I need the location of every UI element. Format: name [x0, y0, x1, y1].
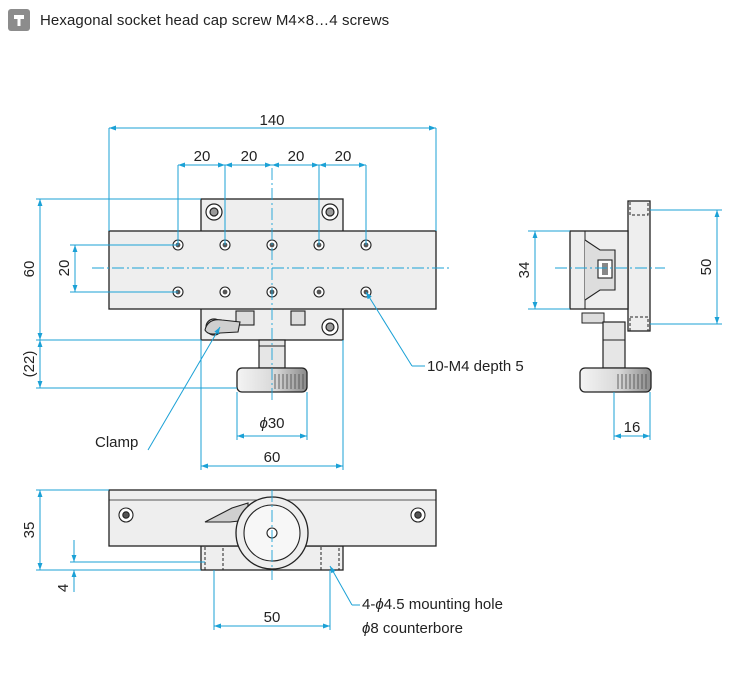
dim-base-60: 60 [264, 449, 281, 466]
dimension-labels: 140 20 20 20 20 60 20 (22) ϕ30 60 34 50 … [21, 112, 715, 626]
dim-side-34: 34 [516, 262, 533, 279]
dim-pitch-20: 20 [241, 148, 258, 165]
dim-front-35: 35 [21, 522, 38, 539]
callout-mounting-hole: 4-ϕ4.5 mounting hole [362, 596, 503, 613]
callout-counterbore: ϕ8 counterbore [362, 620, 463, 637]
header: Hexagonal socket head cap screw M4×8…4 s… [8, 8, 389, 32]
dim-knob-diameter: ϕ30 [259, 415, 284, 432]
dim-height-60: 60 [21, 261, 38, 278]
dimension-lines [36, 125, 722, 630]
dim-row-20: 20 [56, 260, 73, 277]
dim-width-140: 140 [259, 112, 284, 129]
dim-pitch-20: 20 [335, 148, 352, 165]
dim-front-50: 50 [264, 609, 281, 626]
callouts: 10-M4 depth 5 Clamp 4-ϕ4.5 mounting hole… [95, 358, 524, 637]
dim-pitch-20: 20 [288, 148, 305, 165]
dim-pitch-20: 20 [194, 148, 211, 165]
dim-side-50: 50 [698, 259, 715, 276]
header-title: Hexagonal socket head cap screw M4×8…4 s… [40, 11, 390, 29]
side-view [555, 200, 665, 393]
front-view [108, 489, 437, 580]
dim-front-4: 4 [55, 584, 72, 592]
dim-ref-22: (22) [21, 351, 38, 378]
callout-tapped-holes: 10-M4 depth 5 [427, 358, 524, 375]
top-view [92, 168, 452, 400]
screw-icon [8, 9, 30, 31]
callout-clamp: Clamp [95, 434, 138, 451]
dim-side-16: 16 [624, 419, 641, 436]
